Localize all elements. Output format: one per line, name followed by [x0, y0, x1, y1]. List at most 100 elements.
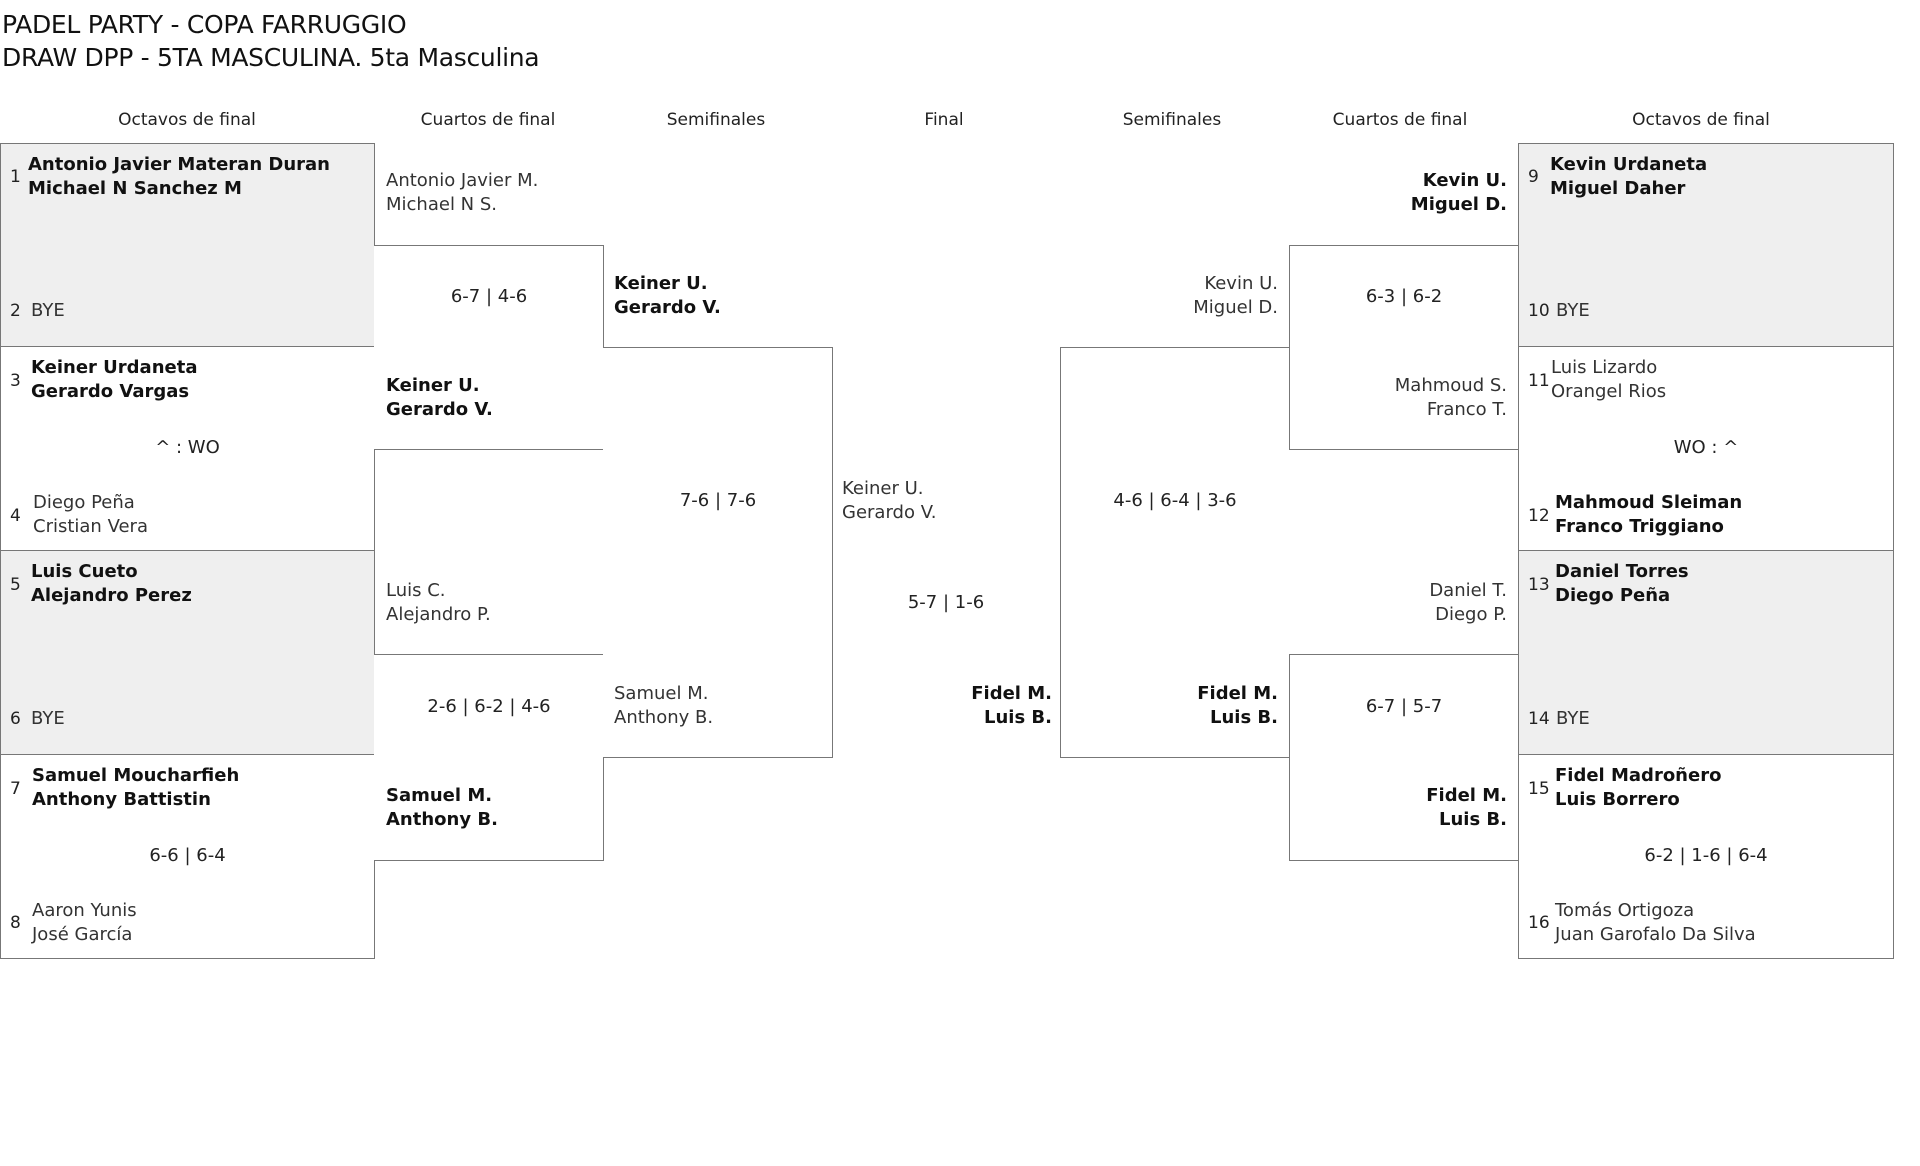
seed-number: 4 [10, 506, 21, 526]
team-player-name: Michael N S. [386, 194, 497, 215]
team-player-name: José García [32, 924, 133, 945]
team-player-name: Luis B. [1210, 707, 1278, 728]
match-cuartos-right-1 [1289, 245, 1519, 450]
seed-number: 9 [1528, 167, 1539, 187]
team-player-name: Orangel Rios [1551, 381, 1667, 402]
team-player-name: Gerardo V. [386, 399, 493, 420]
match-score: 7-6 | 7-6 [679, 490, 757, 511]
team-player-name: BYE [1556, 300, 1590, 321]
match-octavos-right-2 [1518, 346, 1894, 551]
match-score: 6-7 | 5-7 [1365, 696, 1443, 717]
team-player-name: Luis Lizardo [1551, 357, 1658, 378]
round-header-cuartos-left: Cuartos de final [420, 110, 556, 130]
round-header-octavos-left: Octavos de final [118, 110, 256, 130]
team-player-name: Kevin Urdaneta [1550, 154, 1708, 175]
seed-number: 8 [10, 913, 21, 933]
team-player-name: Juan Garofalo Da Silva [1555, 924, 1756, 945]
round-header-semis-left: Semifinales [666, 110, 766, 130]
team-player-name: Gerardo Vargas [31, 381, 190, 402]
round-header-octavos-right: Octavos de final [1632, 110, 1770, 130]
round-header-semis-right: Semifinales [1122, 110, 1222, 130]
match-semis-right [1060, 347, 1290, 758]
team-player-name: Kevin U. [1204, 273, 1278, 294]
team-player-name: Luis Borrero [1555, 789, 1680, 810]
team-player-name: Franco T. [1426, 399, 1507, 420]
team-player-name: Alejandro P. [386, 604, 491, 625]
team-player-name: BYE [1556, 708, 1590, 729]
seed-number: 6 [10, 709, 21, 729]
match-score: 4-6 | 6-4 | 3-6 [1113, 490, 1237, 511]
team-player-name: Diego P. [1435, 604, 1507, 625]
match-score: ^ : WO [155, 437, 220, 458]
team-player-name: Diego Peña [1555, 585, 1671, 606]
match-score: 6-6 | 6-4 [149, 845, 226, 866]
team-player-name: Daniel Torres [1555, 561, 1689, 582]
team-player-name: Luis B. [984, 707, 1052, 728]
seed-number: 7 [10, 779, 21, 799]
round-header-final: Final [924, 110, 964, 130]
team-player-name: Fidel Madroñero [1555, 765, 1722, 786]
team-player-name: Michael N Sanchez M [28, 178, 242, 199]
team-player-name: Aaron Yunis [32, 900, 137, 921]
match-score: 6-2 | 1-6 | 6-4 [1644, 845, 1768, 866]
seed-number: 5 [10, 575, 21, 595]
seed-number: 3 [10, 371, 21, 391]
match-score: 6-3 | 6-2 [1365, 286, 1443, 307]
team-player-name: Samuel M. [614, 683, 709, 704]
seed-number: 15 [1528, 779, 1550, 799]
seed-number: 1 [10, 167, 21, 187]
team-player-name: Anthony B. [614, 707, 714, 728]
team-player-name: Cristian Vera [33, 516, 148, 537]
round-header-cuartos-right: Cuartos de final [1332, 110, 1468, 130]
team-player-name: Keiner Urdaneta [31, 357, 198, 378]
seed-number: 10 [1528, 301, 1550, 321]
team-player-name: Antonio Javier M. [386, 170, 539, 191]
seed-number: 12 [1528, 506, 1550, 526]
match-score: 6-7 | 4-6 [450, 286, 528, 307]
match-octavos-left-4 [0, 754, 375, 959]
team-player-name: Samuel Moucharfieh [32, 765, 240, 786]
team-player-name: Samuel M. [386, 785, 493, 806]
team-player-name: Tomás Ortigoza [1555, 900, 1695, 921]
seed-number: 11 [1528, 371, 1550, 391]
team-player-name: Keiner U. [842, 478, 924, 499]
team-player-name: Antonio Javier Materan Duran [28, 154, 331, 175]
match-octavos-right-4 [1518, 754, 1894, 959]
final-score: 5-7 | 1-6 [907, 592, 985, 613]
seed-number: 16 [1528, 913, 1550, 933]
match-score: 2-6 | 6-2 | 4-6 [427, 696, 551, 717]
team-player-name: Gerardo V. [842, 502, 937, 523]
team-player-name: Miguel D. [1193, 297, 1278, 318]
match-cuartos-left-2 [374, 654, 604, 861]
match-octavos-left-1 [0, 143, 375, 347]
team-player-name: Fidel M. [971, 683, 1052, 704]
team-player-name: Keiner U. [614, 273, 708, 294]
team-player-name: Franco Triggiano [1555, 516, 1724, 537]
team-player-name: Luis B. [1439, 809, 1507, 830]
team-player-name: Fidel M. [1197, 683, 1278, 704]
match-octavos-right-3 [1518, 550, 1894, 755]
team-player-name: Diego Peña [33, 492, 135, 513]
team-player-name: BYE [31, 708, 65, 729]
team-player-name: Miguel D. [1410, 194, 1507, 215]
match-octavos-right-1 [1518, 143, 1894, 347]
team-player-name: BYE [31, 300, 65, 321]
seed-number: 2 [10, 301, 21, 321]
tournament-title: PADEL PARTY - COPA FARRUGGIO [2, 10, 407, 39]
match-score: WO : ^ [1673, 437, 1739, 458]
team-player-name: Gerardo V. [614, 297, 721, 318]
team-player-name: Mahmoud S. [1394, 375, 1507, 396]
team-player-name: Luis Cueto [31, 561, 138, 582]
seed-number: 14 [1528, 709, 1550, 729]
team-player-name: Luis C. [386, 580, 446, 601]
team-player-name: Mahmoud Sleiman [1555, 492, 1743, 513]
team-player-name: Fidel M. [1426, 785, 1507, 806]
team-player-name: Anthony Battistin [32, 789, 211, 810]
match-octavos-left-2 [0, 346, 375, 551]
seed-number: 13 [1528, 575, 1550, 595]
match-semis-left [603, 347, 833, 758]
team-player-name: Daniel T. [1429, 580, 1507, 601]
match-cuartos-left-1 [374, 245, 604, 450]
draw-title: DRAW DPP - 5TA MASCULINA. 5ta Masculina [2, 43, 540, 72]
team-player-name: Kevin U. [1422, 170, 1507, 191]
